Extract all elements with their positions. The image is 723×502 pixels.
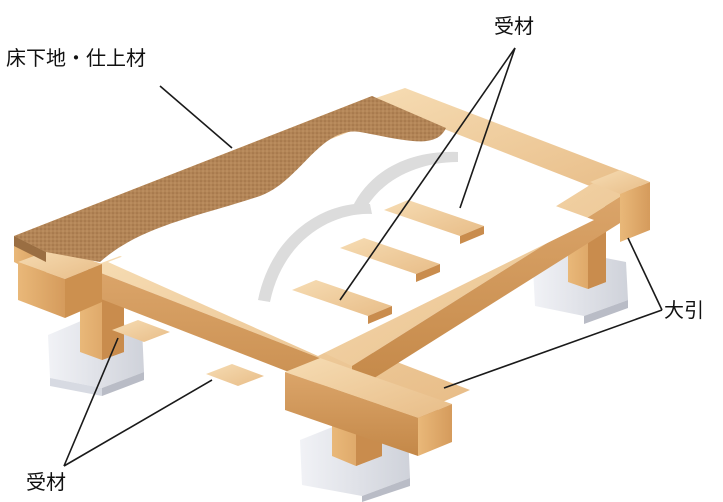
leader-line-support-bottom-b [63, 379, 213, 467]
leader-line-floor-board [159, 85, 233, 149]
joist-bottom-1 [112, 320, 170, 342]
joist-bottom-2 [206, 364, 264, 386]
leader-lines [63, 47, 663, 467]
joist-top-2 [340, 238, 440, 282]
joist-top-1 [384, 200, 484, 244]
post-left [80, 292, 124, 360]
leader-line-support-bottom-a [63, 337, 119, 467]
floor-opening [108, 150, 594, 356]
leader-line-support-top-a [459, 47, 516, 209]
leader-line-support-top-b [339, 47, 516, 301]
leader-line-main-beam-b [443, 309, 663, 389]
leader-line-main-beam-a [627, 237, 663, 311]
beam-end-right [590, 170, 650, 242]
label-main-beam: 大引 [664, 298, 704, 322]
label-support-bottom: 受材 [26, 470, 66, 494]
beam-end-front [285, 358, 452, 456]
label-floor-base-finish: 床下地・仕上材 [6, 46, 146, 70]
label-support-top: 受材 [494, 14, 534, 38]
floor-board [14, 96, 446, 262]
